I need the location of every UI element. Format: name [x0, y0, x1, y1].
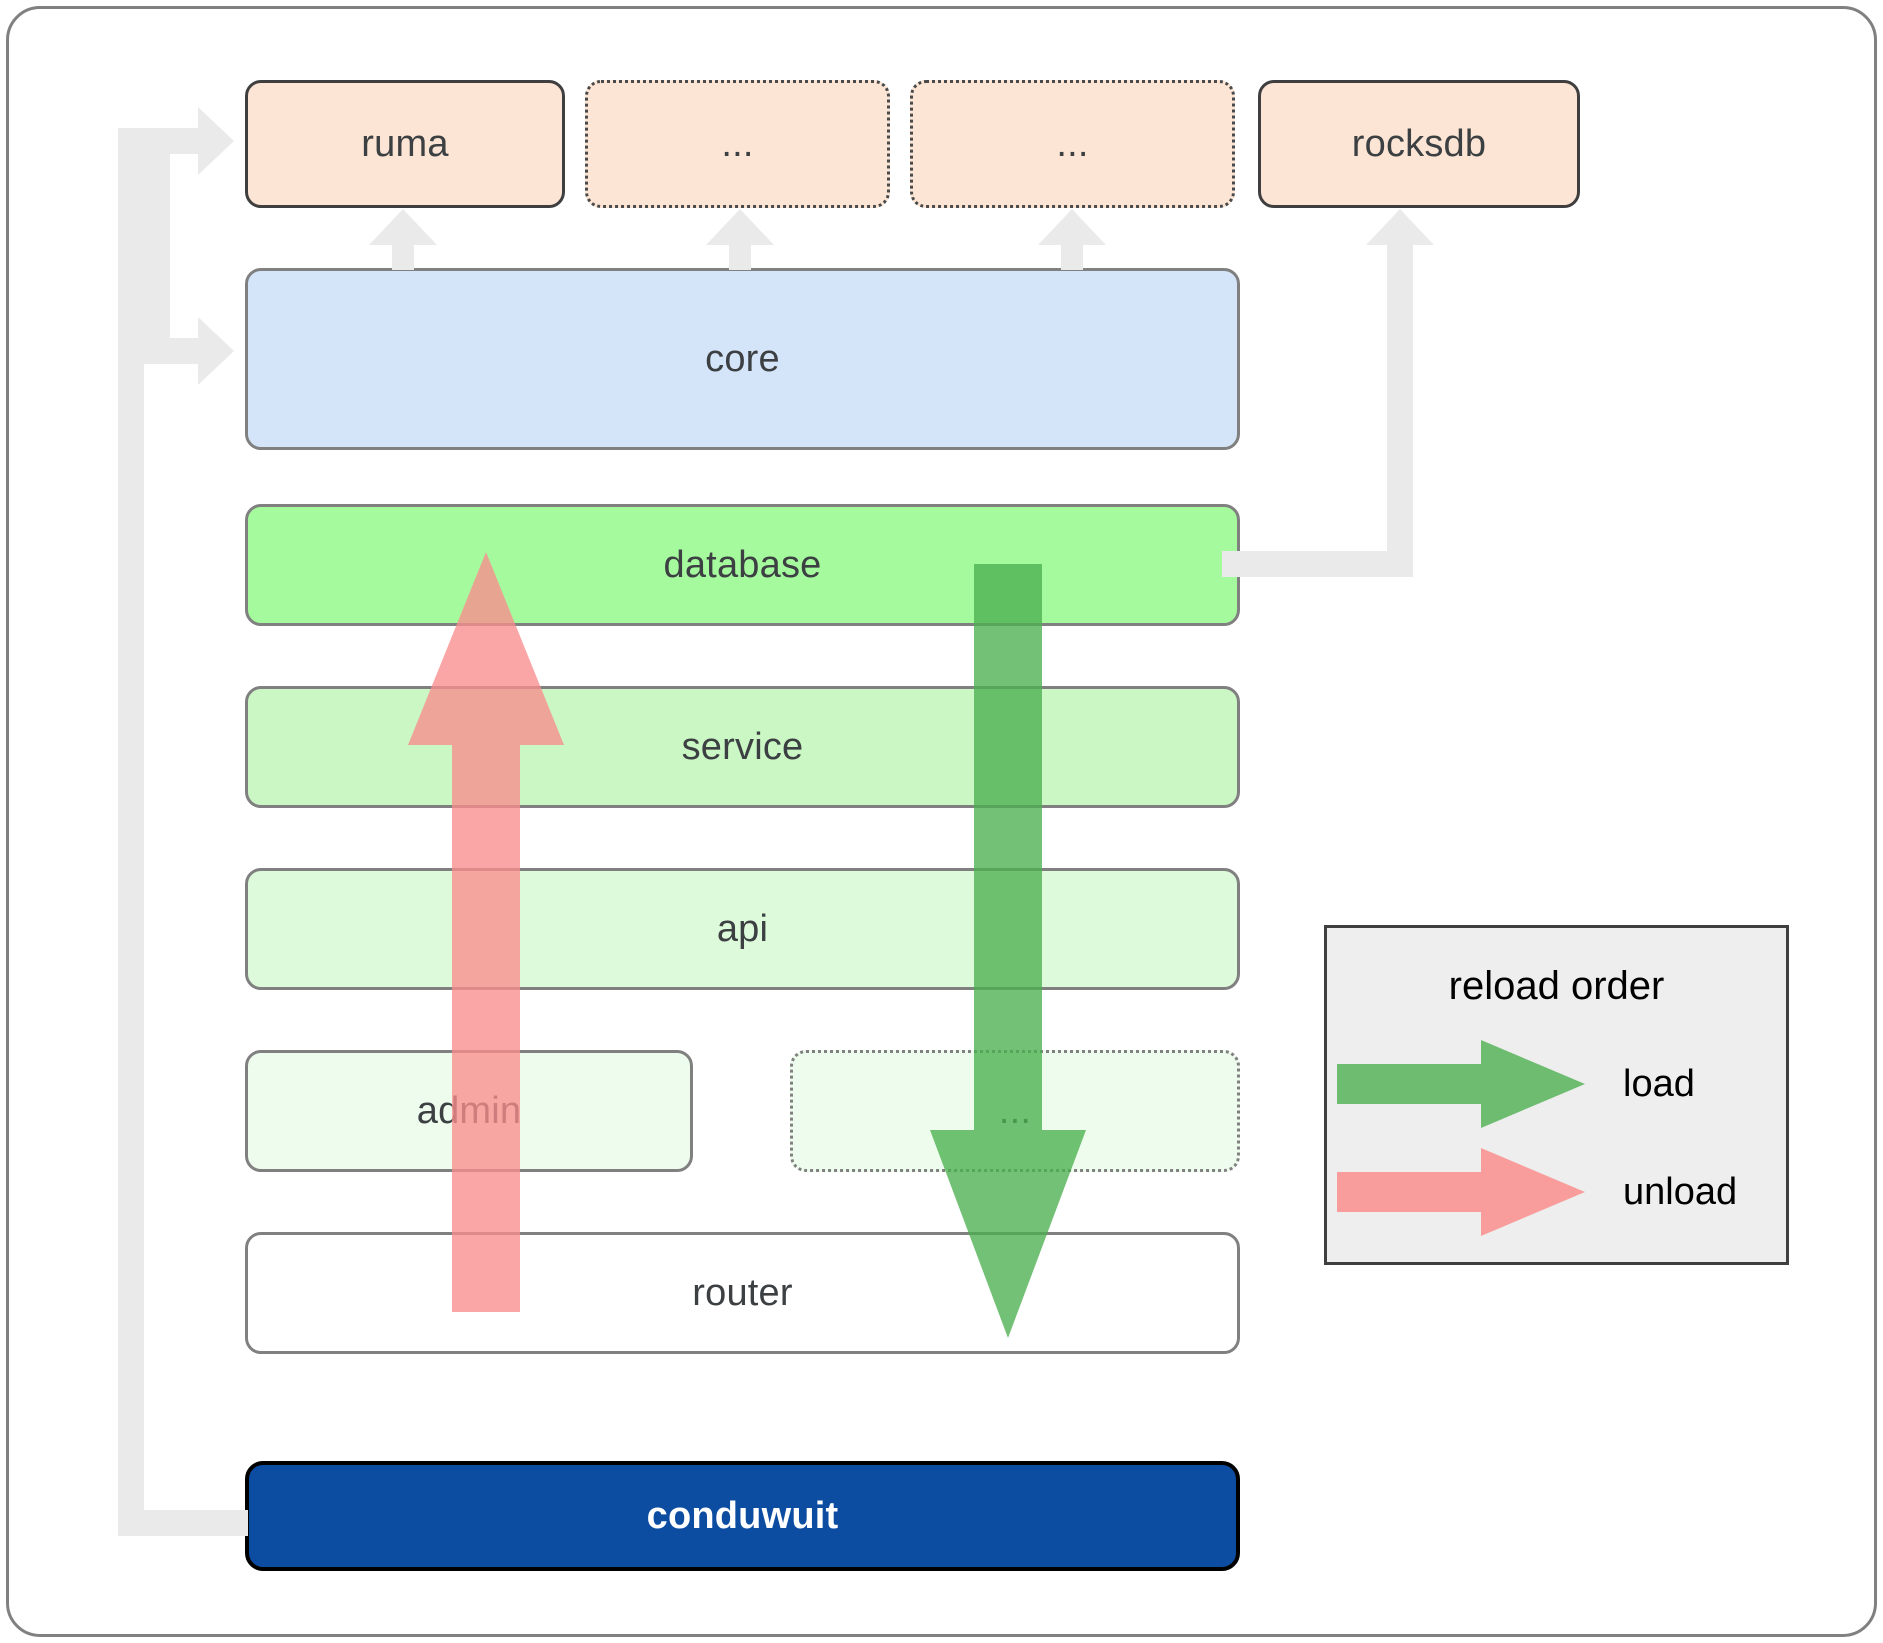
- legend-load-label: load: [1623, 1063, 1695, 1105]
- connector-db-to-rocksdb-head: [1366, 209, 1434, 245]
- node-ruma-label: ruma: [361, 122, 449, 165]
- node-dep-dots-2-label: ...: [1056, 122, 1089, 165]
- diagram-frame: [6, 6, 1877, 1637]
- connector-core-to-dots2-head: [1038, 209, 1106, 245]
- connector-trunk-secondary: [144, 154, 170, 364]
- legend-unload-arrow: [1333, 1148, 1593, 1236]
- node-dep-dots-1[interactable]: ...: [585, 80, 890, 208]
- node-core-label: core: [705, 337, 780, 380]
- node-service[interactable]: service: [245, 686, 1240, 808]
- connector-db-to-rocksdb-vertical: [1387, 237, 1413, 577]
- connector-branch-ruma: [118, 128, 208, 154]
- node-rocksdb[interactable]: rocksdb: [1258, 80, 1580, 208]
- legend-title: reload order: [1448, 964, 1665, 1008]
- node-database-label: database: [663, 543, 822, 586]
- connector-trunk-vertical: [118, 128, 144, 1536]
- node-database[interactable]: database: [245, 504, 1240, 626]
- connector-branch-core: [144, 338, 208, 364]
- node-api-label: api: [716, 907, 769, 950]
- node-admin[interactable]: admin: [245, 1050, 693, 1172]
- node-ruma[interactable]: ruma: [245, 80, 565, 208]
- node-conduwuit-label: conduwuit: [646, 1494, 839, 1537]
- connector-arrowhead-core: [198, 317, 234, 385]
- node-rocksdb-label: rocksdb: [1351, 122, 1487, 165]
- node-dep-dots-1-label: ...: [721, 122, 754, 165]
- connector-core-to-ruma-head: [369, 209, 437, 245]
- node-dep-dots-2[interactable]: ...: [910, 80, 1235, 208]
- connector-arrowhead-ruma: [198, 107, 234, 175]
- connector-core-to-dots1-head: [706, 209, 774, 245]
- node-router[interactable]: router: [245, 1232, 1240, 1354]
- node-router-label: router: [692, 1271, 793, 1314]
- node-conduwuit[interactable]: conduwuit: [245, 1461, 1240, 1571]
- node-api[interactable]: api: [245, 868, 1240, 990]
- legend-panel: reload order load unload: [1324, 925, 1789, 1265]
- node-layer-dots[interactable]: ...: [790, 1050, 1240, 1172]
- node-core[interactable]: core: [245, 268, 1240, 450]
- legend-load-arrow: [1333, 1040, 1593, 1128]
- connector-db-to-rocksdb-horizontal: [1222, 551, 1413, 577]
- legend-unload-label: unload: [1623, 1171, 1738, 1213]
- node-layer-dots-label: ...: [998, 1089, 1032, 1132]
- node-service-label: service: [681, 725, 804, 768]
- node-admin-label: admin: [416, 1089, 522, 1132]
